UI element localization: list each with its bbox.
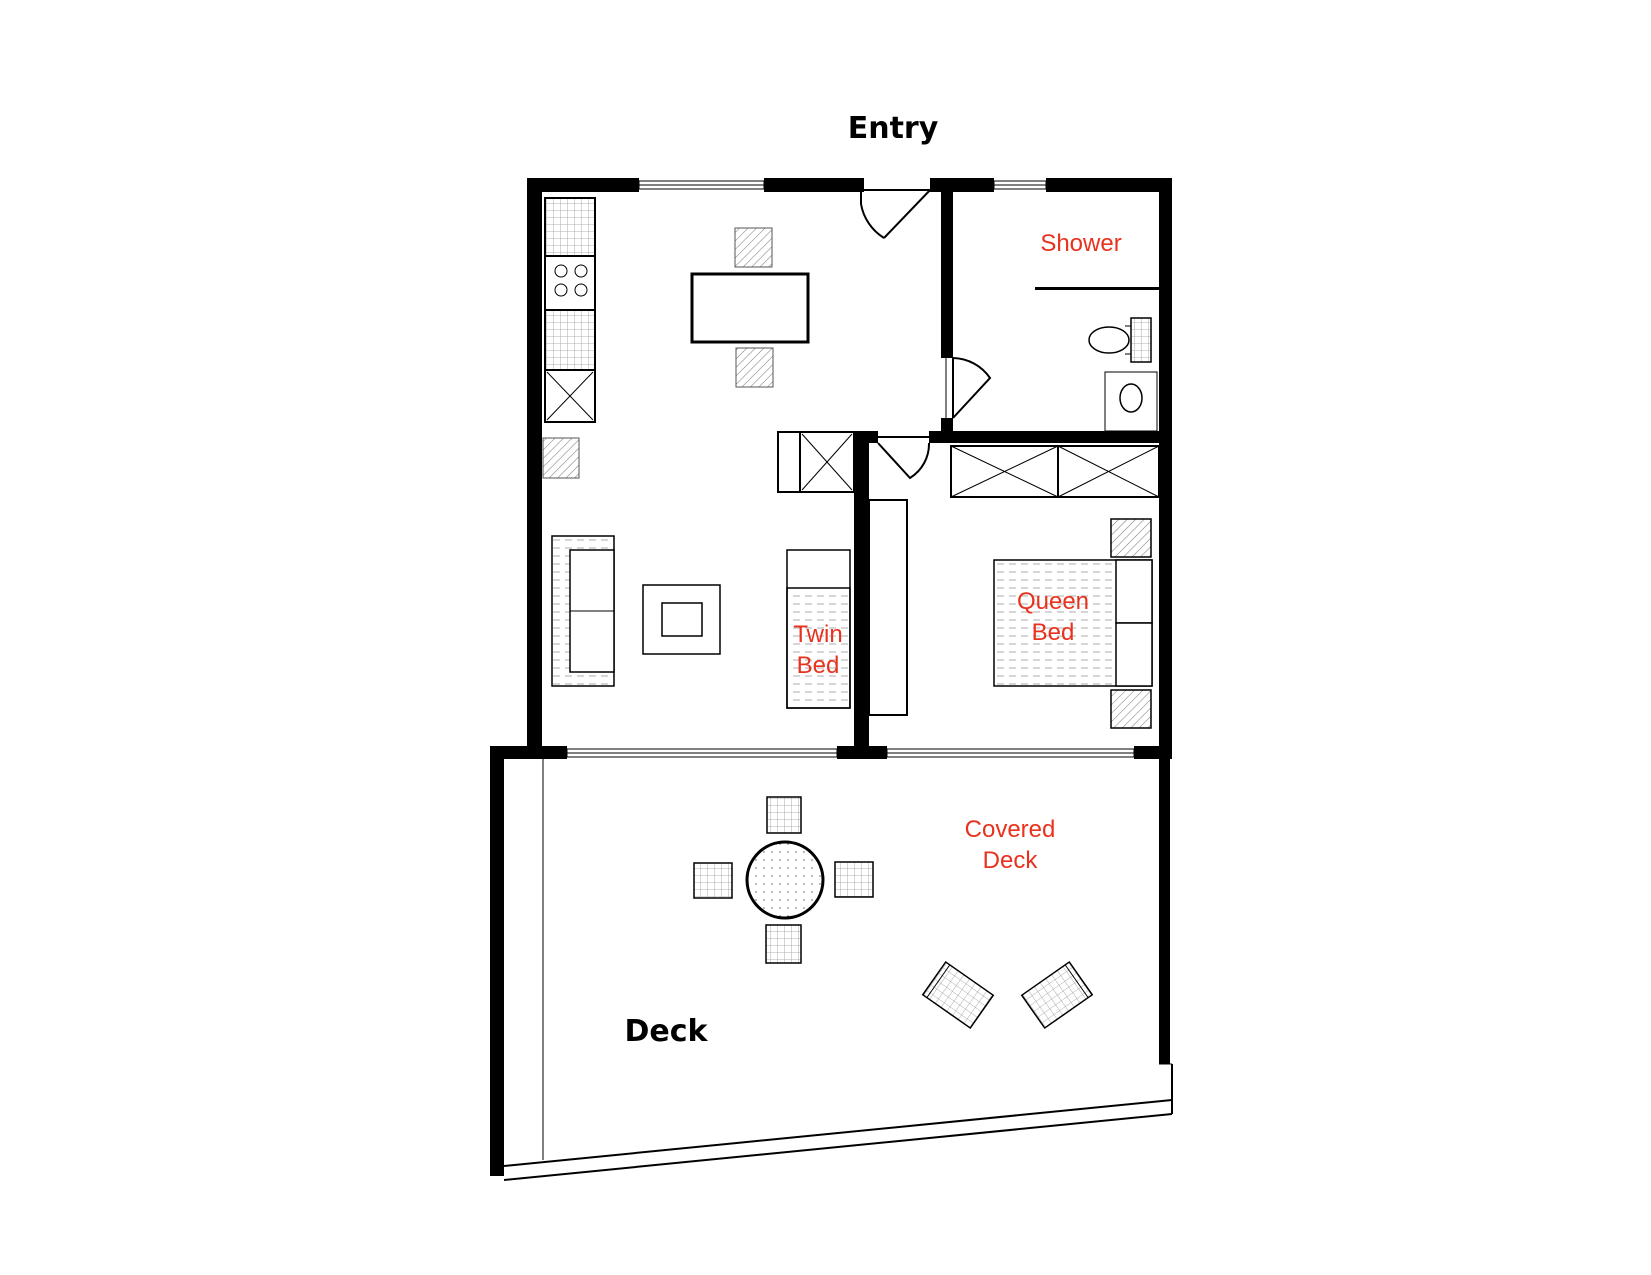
twin-bed (786, 549, 851, 709)
hall-closet (868, 499, 908, 716)
fridge-icon (544, 369, 596, 423)
bedroom-door (877, 436, 931, 480)
wardrobe (950, 445, 1160, 498)
coffee-table (642, 584, 721, 655)
entry-door (860, 187, 933, 239)
shower-divider (1035, 287, 1159, 290)
twin-bed-label-line1: Twin (793, 621, 842, 648)
entry-label: Entry (848, 111, 939, 146)
queen-bed-label-line1: Queen (1017, 588, 1089, 615)
toilet-icon (1088, 317, 1152, 363)
deck-label: Deck (625, 1014, 709, 1049)
sink-icon (1104, 371, 1158, 432)
covered-deck-label-line1: Covered (965, 816, 1056, 843)
shower-label: Shower (1040, 230, 1121, 257)
deck-outline (503, 759, 1173, 1181)
kitchen-counter (542, 197, 596, 479)
queen-bed (993, 559, 1153, 687)
round-table (745, 840, 825, 920)
exterior-walls (490, 178, 1172, 1176)
windows (566, 180, 1135, 758)
sofa (551, 535, 615, 687)
queen-bed-label-line2: Bed (1032, 619, 1075, 646)
nightstand-top (1110, 518, 1152, 558)
bathroom-door (945, 357, 992, 419)
dining-table (690, 227, 810, 388)
twin-bed-label-line2: Bed (797, 652, 840, 679)
storage-cabinet (777, 431, 855, 493)
covered-deck-label-line2: Deck (983, 847, 1039, 874)
deck-chairs (693, 796, 874, 964)
lounge-chairs (921, 960, 1094, 1030)
nightstand-bottom (1110, 689, 1152, 729)
stove-icon (554, 264, 588, 297)
interior-walls (854, 178, 1172, 751)
